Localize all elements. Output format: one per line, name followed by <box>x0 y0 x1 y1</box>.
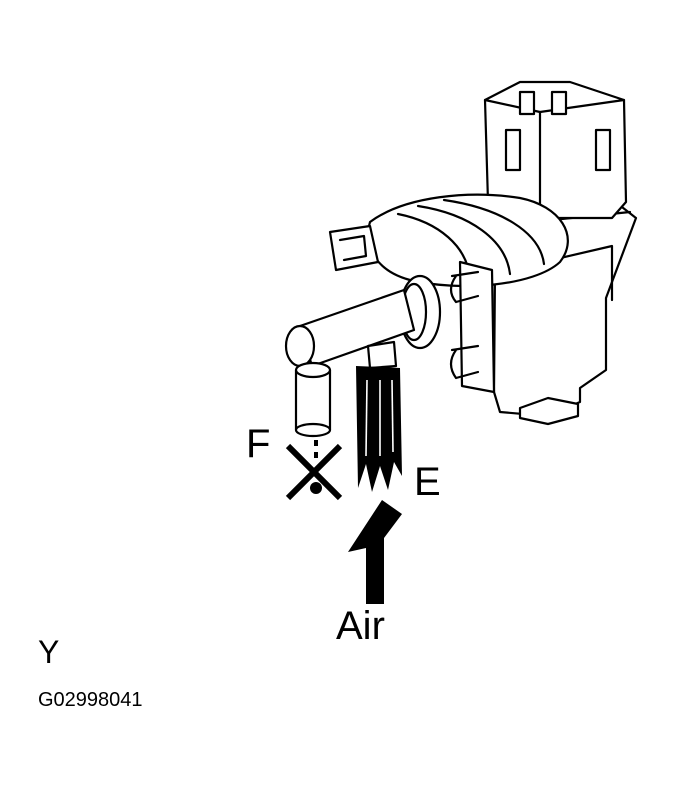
figure-id: G02998041 <box>38 689 143 711</box>
connector-clip-2 <box>594 128 612 172</box>
front-flange <box>458 260 496 394</box>
port-f-label: F <box>246 422 271 466</box>
mount-clip-left <box>328 224 380 272</box>
arrow-up-icon <box>348 500 402 604</box>
flange-clip-upper <box>449 270 480 304</box>
flange-clip-lower <box>449 344 480 380</box>
horizontal-tube <box>298 288 416 368</box>
result-label: Y <box>38 634 60 670</box>
port-f-nipple <box>294 368 332 432</box>
connector-clip-1 <box>504 128 522 172</box>
bracket-foot <box>518 396 580 426</box>
solenoid-coil <box>367 193 569 288</box>
port-e-air-stream <box>356 366 402 492</box>
port-e-label: E <box>414 460 441 504</box>
air-label: Air <box>336 604 385 648</box>
drip-icon <box>310 440 322 494</box>
port-e-nipple <box>366 340 398 370</box>
connector-pin-2 <box>550 90 568 116</box>
cross-icon <box>285 443 343 501</box>
connector-pin-1 <box>518 90 536 116</box>
